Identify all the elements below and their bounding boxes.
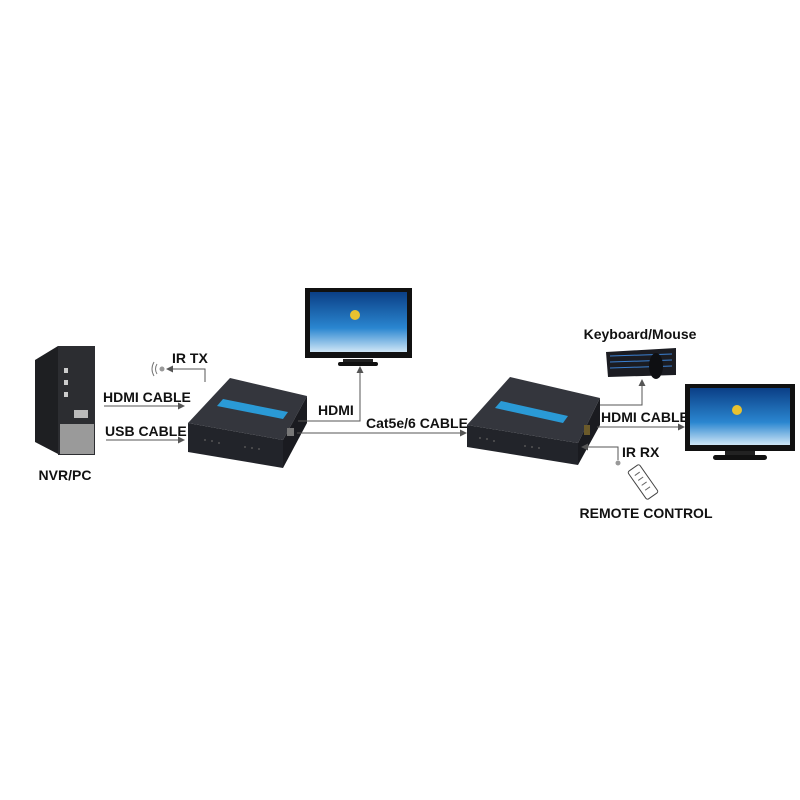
ir-tx-emitter-icon bbox=[151, 361, 165, 377]
keyboard-mouse-label: Keyboard/Mouse bbox=[584, 326, 697, 342]
hdmi-cable-out-label: HDMI CABLE bbox=[601, 409, 689, 425]
remote-control-icon bbox=[627, 464, 659, 500]
ir-receiver-icon bbox=[615, 460, 621, 466]
keyboard-mouse-icon bbox=[606, 348, 676, 379]
pc-label: NVR/PC bbox=[39, 467, 92, 483]
ir-tx-arrow bbox=[166, 365, 206, 382]
remote-control-label: REMOTE CONTROL bbox=[580, 505, 713, 521]
pc-tower-icon bbox=[35, 346, 95, 455]
ir-tx-label: IR TX bbox=[172, 350, 208, 366]
receiver-device-icon bbox=[467, 377, 600, 465]
hdmi-cable-in-label: HDMI CABLE bbox=[103, 389, 191, 405]
ir-rx-arrow bbox=[581, 443, 619, 460]
cat-cable-label: Cat5e/6 CABLE bbox=[366, 415, 468, 431]
hdmi-local-label: HDMI bbox=[318, 402, 354, 418]
remote-monitor-icon bbox=[685, 384, 795, 460]
hdmi-local-arrow bbox=[298, 366, 364, 422]
usb-cable-label: USB CABLE bbox=[105, 423, 187, 439]
transmitter-device-icon bbox=[188, 378, 307, 468]
ir-rx-label: IR RX bbox=[622, 444, 660, 460]
keyboard-mouse-arrow bbox=[600, 379, 646, 406]
local-monitor-icon bbox=[305, 288, 412, 366]
